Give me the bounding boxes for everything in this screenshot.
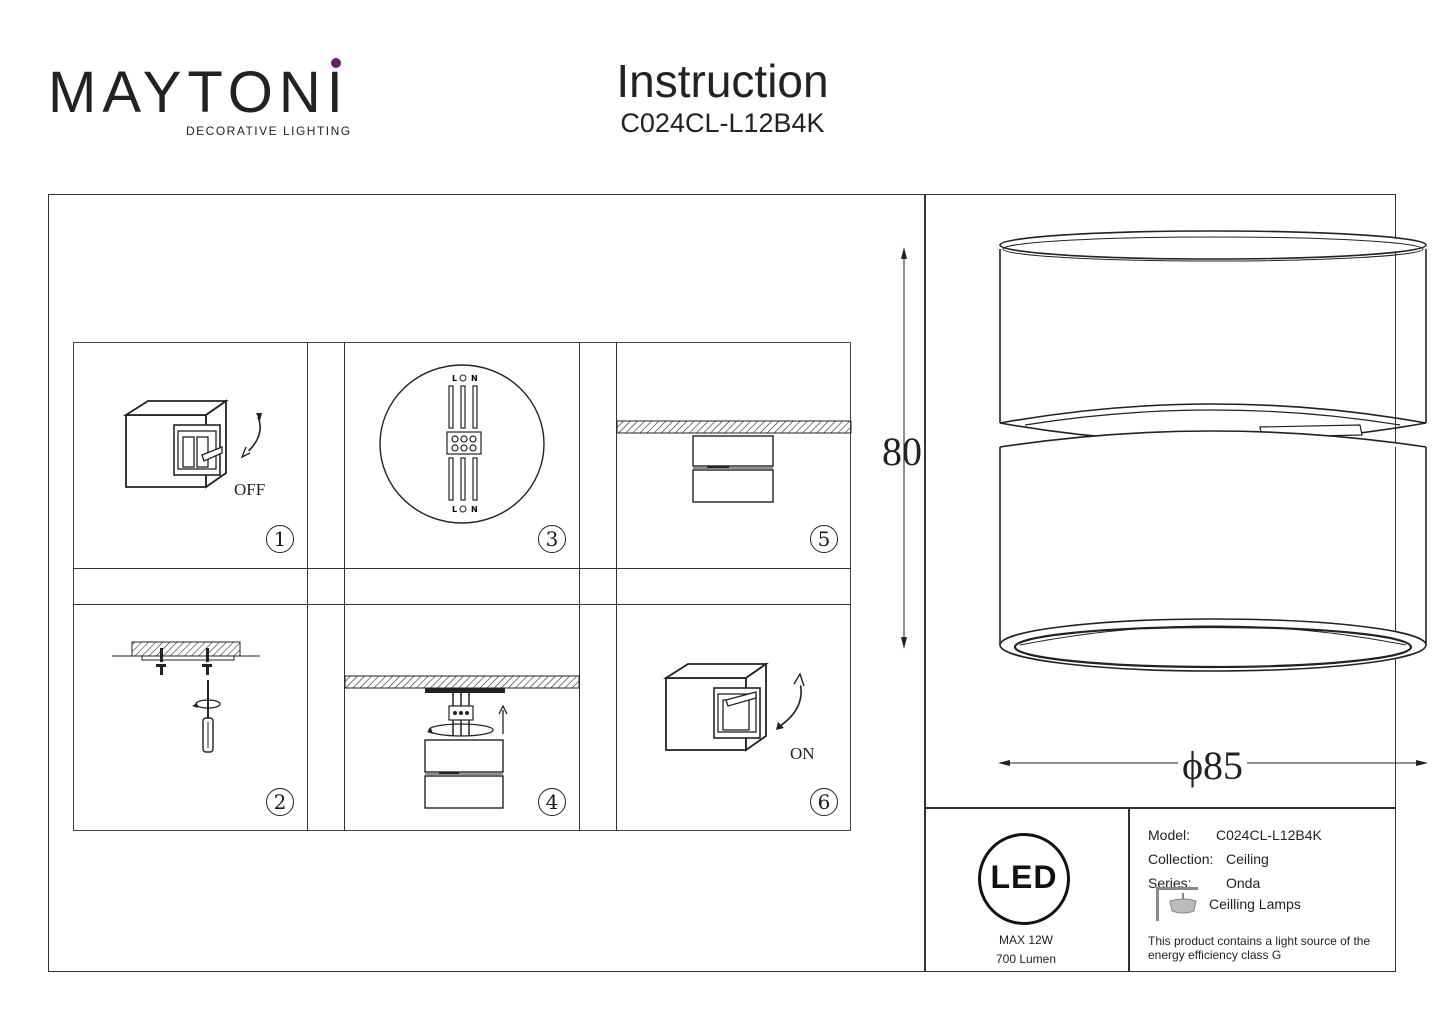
collection-label: Collection: [1148, 851, 1214, 867]
grid-line [73, 568, 851, 570]
frame-divider-vertical [924, 194, 926, 972]
led-badge-circle [978, 833, 1070, 925]
step-5-number: 5 [810, 525, 838, 553]
grid-line [344, 342, 346, 831]
model-code: C024CL-L12B4K [620, 108, 825, 138]
step-5-mounted-lamp-illustration [616, 420, 852, 503]
step-1-switch-off-illustration [122, 399, 262, 489]
step-3-number: 3 [538, 525, 566, 553]
ceiling-lamp-icon [1156, 887, 1198, 921]
series-value: Onda [1226, 875, 1261, 891]
step-6-number: 6 [810, 788, 838, 816]
step-4-number: 4 [538, 788, 566, 816]
brand-logo: MAYTONI [48, 60, 349, 125]
lamp-type-value: Ceilling Lamps [1209, 896, 1301, 912]
spec-table-top-line [924, 807, 1396, 809]
diameter-dimension-label: ϕ85 [1178, 742, 1248, 789]
step-1-number: 1 [266, 525, 294, 553]
grid-line [579, 342, 581, 831]
grid-line [307, 342, 309, 831]
energy-note-line-1: This product contains a light source of … [1148, 934, 1371, 948]
step-3-wiring-illustration: L N L N [379, 364, 545, 524]
energy-note-line-2: energy efficiency class G [1148, 948, 1282, 962]
svg-text:L: L [452, 505, 457, 514]
brand-tagline: DECORATIVE LIGHTING [186, 124, 352, 138]
collection-value: Ceiling [1226, 851, 1269, 867]
led-badge-text: LED [990, 859, 1058, 895]
page-title: Instruction [616, 55, 829, 107]
led-power: MAX 12W [998, 933, 1053, 947]
lamp-dimension-drawing [901, 230, 1428, 766]
step-4-connecting-illustration [344, 675, 580, 809]
step-1-off-label: OFF [234, 480, 266, 499]
spec-table-divider [1128, 807, 1130, 972]
height-dimension-label: 80 [882, 429, 922, 474]
main-frame [48, 194, 1396, 972]
step-2-mounting-illustration [112, 641, 260, 753]
brand-logo-dot [331, 58, 341, 68]
model-value: C024CL-L12B4K [1216, 827, 1322, 843]
step-2-number: 2 [266, 788, 294, 816]
model-label: Model: [1148, 827, 1191, 843]
svg-text:L: L [452, 374, 457, 383]
grid-line [73, 604, 851, 606]
step-6-switch-on-illustration [662, 662, 805, 752]
svg-text:N: N [471, 505, 478, 514]
grid-line [616, 342, 618, 831]
led-lumen: 700 Lumen [995, 952, 1057, 966]
svg-text:N: N [471, 374, 478, 383]
step-6-on-label: ON [790, 744, 815, 763]
